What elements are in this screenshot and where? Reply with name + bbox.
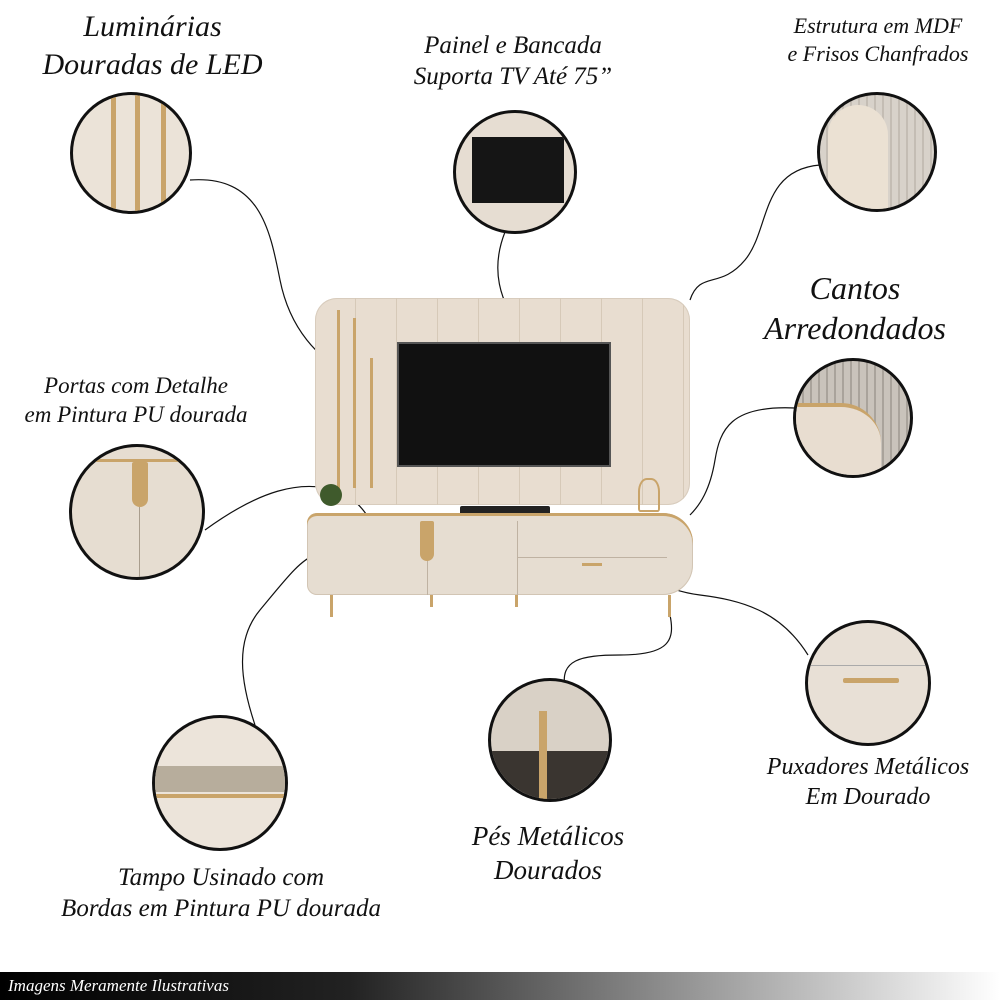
led-strip [370, 358, 373, 488]
connector-pes [563, 614, 673, 689]
detail-cantos [793, 358, 913, 478]
plant [320, 484, 342, 506]
detail-mdf [817, 92, 937, 212]
detail-tampo [152, 715, 288, 851]
led-strip [353, 318, 356, 488]
led-strip [337, 310, 340, 490]
detail-portas [69, 444, 205, 580]
door-handle-gold [420, 521, 434, 561]
footer-disclaimer: Imagens Meramente Ilustrativas [8, 976, 229, 995]
tv-screen [397, 342, 611, 467]
footer-bar: Imagens Meramente Ilustrativas [0, 972, 1000, 1000]
detail-pes [488, 678, 612, 802]
tv-cabinet [307, 513, 693, 595]
leg [330, 595, 333, 617]
detail-tv [453, 110, 577, 234]
detail-led [70, 92, 192, 214]
sculpture [638, 478, 660, 512]
connector-cantos [689, 407, 796, 516]
soundbar [460, 506, 550, 515]
drawer-handle [582, 563, 602, 566]
leg [515, 595, 518, 607]
leg [430, 595, 433, 607]
leg [668, 595, 671, 617]
connector-tampo [241, 554, 316, 726]
connector-mdf [689, 164, 821, 301]
detail-puxadores [805, 620, 931, 746]
